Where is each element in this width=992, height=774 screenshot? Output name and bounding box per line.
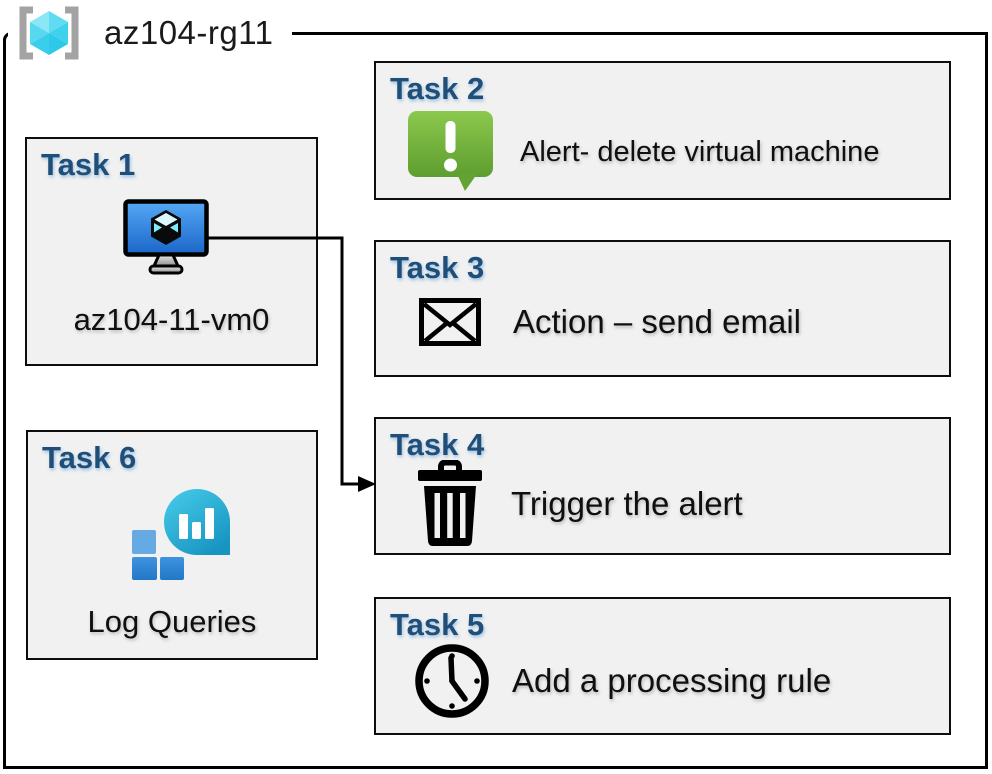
vm-name-label: az104-11-vm0: [73, 302, 270, 337]
log-queries-icon: [132, 489, 230, 580]
task-2-box: Task 2 Alert- delete virtual machine: [374, 61, 951, 200]
task-2-label: Alert- delete virtual machine: [520, 136, 880, 168]
task-1-title: Task 1: [41, 147, 136, 182]
task-3-title: Task 3: [390, 250, 485, 285]
resource-group-icon: [19, 6, 79, 60]
task-6-title: Task 6: [42, 440, 137, 475]
task-1-box: Task 1 az104-11-vm0: [25, 137, 318, 366]
task-3-label: Action – send email: [513, 303, 801, 340]
task-5-box: Task 5 Add a processing rule: [374, 597, 951, 735]
clock-icon: [415, 644, 489, 718]
resource-group-title: az104-rg11: [104, 14, 274, 51]
email-envelope-icon: [419, 298, 481, 346]
task-5-label: Add a processing rule: [512, 662, 832, 699]
task-4-box: Task 4 Trigger the alert: [374, 417, 951, 555]
task-3-box: Task 3 Action – send email: [374, 240, 951, 377]
task-4-title: Task 4: [390, 427, 485, 462]
trash-icon: [418, 460, 482, 546]
task-6-box: Task 6 Log Queries: [26, 430, 318, 660]
resource-group-header: az104-rg11: [8, 2, 292, 64]
alert-icon: [408, 111, 493, 191]
task-5-title: Task 5: [390, 607, 485, 642]
task-4-label: Trigger the alert: [511, 485, 743, 522]
virtual-machine-icon: [123, 199, 209, 275]
task-2-title: Task 2: [390, 71, 485, 106]
log-queries-label: Log Queries: [87, 604, 257, 639]
